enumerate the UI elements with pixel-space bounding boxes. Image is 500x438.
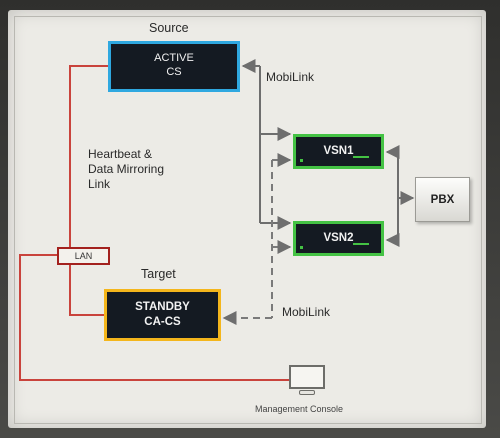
vsn2-underline <box>353 243 369 245</box>
lan-line-standby <box>69 263 104 316</box>
standby-cs-line2: CA-CS <box>144 316 181 328</box>
management-console-label: Management Console <box>255 404 344 414</box>
heartbeat-line1: Heartbeat & <box>88 147 153 161</box>
lan-line-console <box>19 254 289 381</box>
vsn2-indicator <box>300 246 303 249</box>
monitor-icon <box>289 365 325 389</box>
active-cs-node: ACTIVE CS <box>108 41 240 92</box>
vsn2-label: VSN2 <box>323 232 354 244</box>
heartbeat-link-label: Heartbeat & Data Mirroring Link <box>88 147 198 192</box>
lan-box: LAN <box>57 247 110 265</box>
target-label: Target <box>141 267 176 281</box>
heartbeat-line3: Link <box>88 177 111 191</box>
diagram-paper <box>8 10 486 428</box>
lan-line-active <box>69 65 108 247</box>
vsn1-label: VSN1 <box>323 145 354 157</box>
mobilink-bottom-label: MobiLink <box>282 305 331 319</box>
vsn1-underline <box>353 156 369 158</box>
pbx-node: PBX <box>415 177 470 222</box>
standby-cs-line1: STANDBY <box>135 301 190 313</box>
heartbeat-line2: Data Mirroring <box>88 162 165 176</box>
diagram-frame <box>14 16 482 424</box>
mobilink-top-label: MobiLink <box>266 70 315 84</box>
vsn1-node: VSN1 <box>293 134 384 169</box>
monitor-stand-icon <box>299 390 315 395</box>
vsn1-indicator <box>300 159 303 162</box>
source-label: Source <box>149 21 189 35</box>
vsn2-node: VSN2 <box>293 221 384 256</box>
active-cs-line2: CS <box>166 66 182 78</box>
active-cs-line1: ACTIVE <box>154 52 194 64</box>
standby-cs-node: STANDBY CA-CS <box>104 289 221 341</box>
